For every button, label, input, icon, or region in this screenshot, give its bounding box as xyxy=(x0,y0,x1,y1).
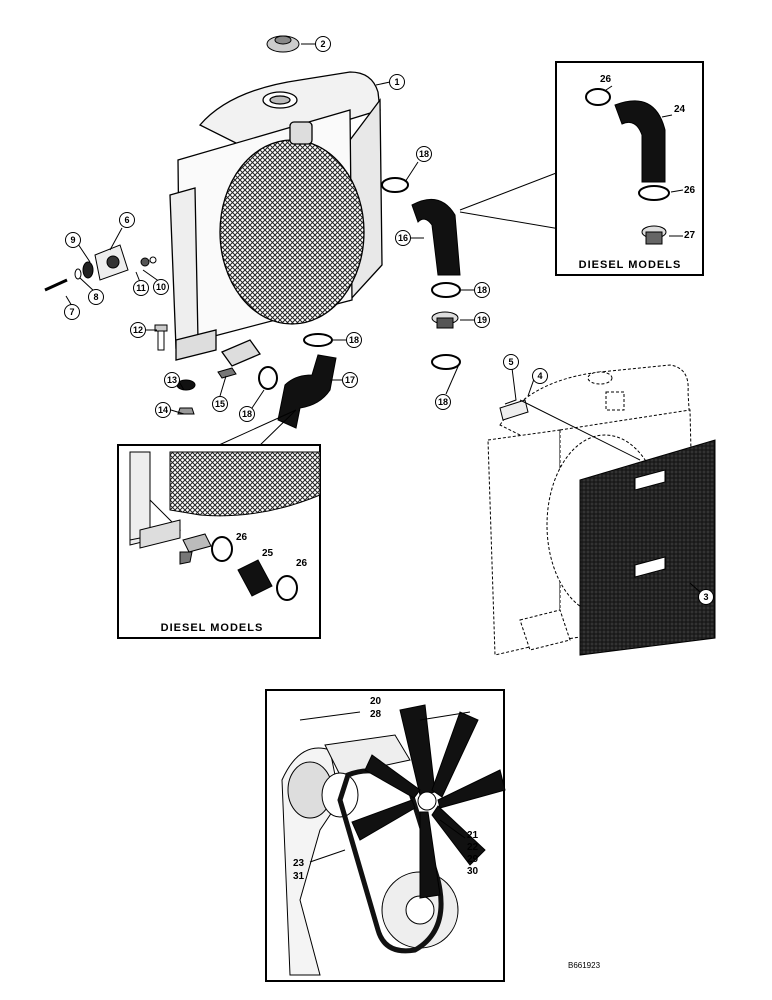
callout: 18 xyxy=(416,146,432,162)
label-26-bottom: 26 xyxy=(684,185,696,196)
callout: 8 xyxy=(88,289,104,305)
inset-left-caption: DIESEL MODELS xyxy=(161,622,264,634)
callout: 16 xyxy=(395,230,411,246)
upper-outlet xyxy=(289,121,313,145)
svg-text:12: 12 xyxy=(133,325,143,335)
svg-text:18: 18 xyxy=(438,397,448,407)
callout: 6 xyxy=(119,212,135,228)
callout: 3 xyxy=(698,589,714,605)
svg-text:14: 14 xyxy=(158,405,168,415)
label-24: 24 xyxy=(674,104,686,115)
svg-text:5: 5 xyxy=(508,357,513,367)
callout: 1 xyxy=(389,74,405,90)
callout: 18 xyxy=(435,394,451,410)
inset-diesel-left: 26 25 26 DIESEL MODELS xyxy=(117,444,321,639)
callout: 14 xyxy=(155,402,171,418)
label-23: 23 xyxy=(293,858,305,869)
inset-diesel-top: 26 24 26 27 DIESEL MODELS xyxy=(555,61,704,276)
callouts-main: 2 1 6 9 7 8 10 11 12 13 14 15 16 17 18 1… xyxy=(64,36,490,422)
svg-text:18: 18 xyxy=(349,335,359,345)
callout: 10 xyxy=(153,279,169,295)
lower-hose xyxy=(277,354,337,429)
radiator-core xyxy=(219,139,365,325)
label-31: 31 xyxy=(293,871,305,882)
callout: 11 xyxy=(133,280,149,296)
callout: 19 xyxy=(474,312,490,328)
svg-text:9: 9 xyxy=(70,235,75,245)
svg-text:13: 13 xyxy=(167,375,177,385)
label-28: 28 xyxy=(370,709,382,720)
radiator-with-screen xyxy=(487,364,716,656)
radiator-cap xyxy=(266,35,300,53)
svg-text:7: 7 xyxy=(69,307,74,317)
svg-text:15: 15 xyxy=(215,399,225,409)
svg-text:18: 18 xyxy=(419,149,429,159)
reference-code: B661923 xyxy=(568,961,601,970)
callout: 5 xyxy=(503,354,519,370)
label-26-left-a: 26 xyxy=(236,532,248,543)
label-26-top: 26 xyxy=(600,74,612,85)
mount-assembly xyxy=(44,244,157,292)
lower-outlet xyxy=(221,339,261,367)
radiator-screen xyxy=(579,439,716,656)
upper-hose xyxy=(411,198,461,276)
svg-text:6: 6 xyxy=(124,215,129,225)
svg-text:17: 17 xyxy=(345,375,355,385)
callout: 2 xyxy=(315,36,331,52)
callout: 18 xyxy=(239,406,255,422)
callout: 13 xyxy=(164,372,180,388)
callout: 12 xyxy=(130,322,146,338)
radiator-main xyxy=(169,71,383,367)
fan xyxy=(351,704,506,899)
inset-top-caption: DIESEL MODELS xyxy=(579,259,682,271)
callout: 15 xyxy=(212,396,228,412)
callout: 9 xyxy=(65,232,81,248)
svg-text:11: 11 xyxy=(136,283,146,293)
svg-text:8: 8 xyxy=(93,292,98,302)
svg-text:19: 19 xyxy=(477,315,487,325)
label-30: 30 xyxy=(467,866,479,877)
svg-text:2: 2 xyxy=(320,39,325,49)
callout: 18 xyxy=(474,282,490,298)
callout: 17 xyxy=(342,372,358,388)
thermostat xyxy=(431,311,459,329)
label-25: 25 xyxy=(262,548,274,559)
svg-text:3: 3 xyxy=(703,592,708,602)
label-27: 27 xyxy=(684,230,696,241)
leader-lines-right xyxy=(504,367,701,593)
label-29: 29 xyxy=(467,854,479,865)
svg-text:1: 1 xyxy=(394,77,399,87)
label-22: 22 xyxy=(467,842,479,853)
svg-text:10: 10 xyxy=(156,282,166,292)
svg-text:4: 4 xyxy=(537,371,542,381)
callout: 18 xyxy=(346,332,362,348)
callout: 4 xyxy=(532,368,548,384)
svg-text:18: 18 xyxy=(242,409,252,419)
callout: 7 xyxy=(64,304,80,320)
label-26-left-b: 26 xyxy=(296,558,308,569)
label-20: 20 xyxy=(370,696,382,707)
fan-belt-inset: 20 28 21 22 29 30 23 31 xyxy=(265,689,506,982)
label-21: 21 xyxy=(467,830,479,841)
callouts-right: 5 4 3 xyxy=(503,354,714,605)
svg-text:16: 16 xyxy=(398,233,408,243)
svg-text:18: 18 xyxy=(477,285,487,295)
